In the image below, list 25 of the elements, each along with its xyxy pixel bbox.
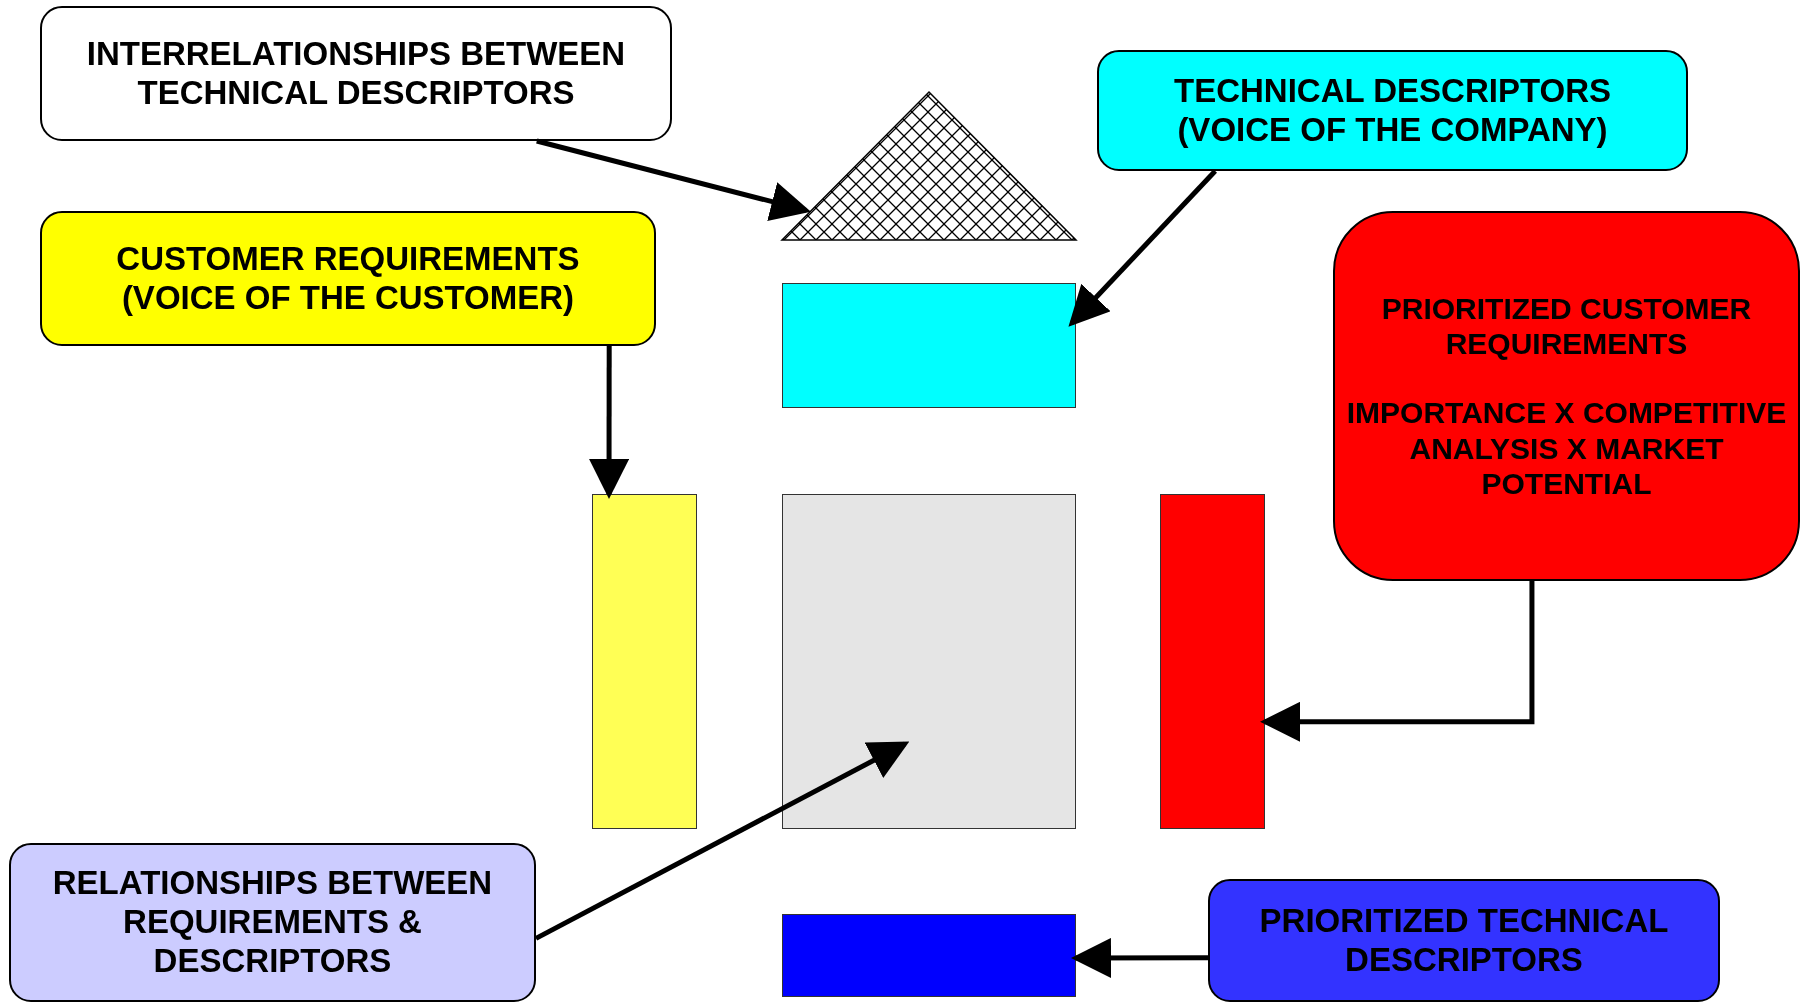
callout-text: RELATIONSHIPS BETWEEN REQUIREMENTS & DESCRIPTORS xyxy=(51,864,494,981)
callout-text: PRIORITIZED CUSTOMER REQUIREMENTS xyxy=(1380,290,1753,362)
callout-text: TECHNICAL DESCRIPTORS (VOICE OF THE COMPANY) xyxy=(1173,71,1612,150)
arrow xyxy=(534,741,910,941)
relationship-matrix xyxy=(782,494,1076,829)
arrow xyxy=(1068,169,1217,327)
callout-box xyxy=(40,211,656,346)
hatched-roof-triangle xyxy=(780,90,1078,241)
callout-box xyxy=(9,843,536,1002)
callout-box xyxy=(1208,879,1720,1002)
priority-bar xyxy=(1160,494,1265,829)
priority-bar xyxy=(782,914,1076,997)
arrow xyxy=(1071,937,1208,978)
callout-text: PRIORITIZED TECHNICAL DESCRIPTORS xyxy=(1258,901,1670,980)
callout-text: INTERRELATIONSHIPS BETWEEN TECHNICAL DESCRIPTORS xyxy=(85,34,627,113)
arrow xyxy=(589,346,630,499)
callout-text: CUSTOMER REQUIREMENTS (VOICE OF THE CUSTOMER) xyxy=(115,239,581,318)
arrow xyxy=(1260,581,1535,742)
callout-box xyxy=(1097,50,1688,171)
descriptor-bar xyxy=(782,283,1076,408)
formula-text: IMPORTANCE X COMPETITIVE ANALYSIS X MARKET POTENTIAL xyxy=(1345,395,1788,502)
callout-box xyxy=(1333,211,1800,581)
callout-box xyxy=(40,6,672,141)
requirements-bar xyxy=(592,494,697,829)
arrow xyxy=(536,138,811,222)
